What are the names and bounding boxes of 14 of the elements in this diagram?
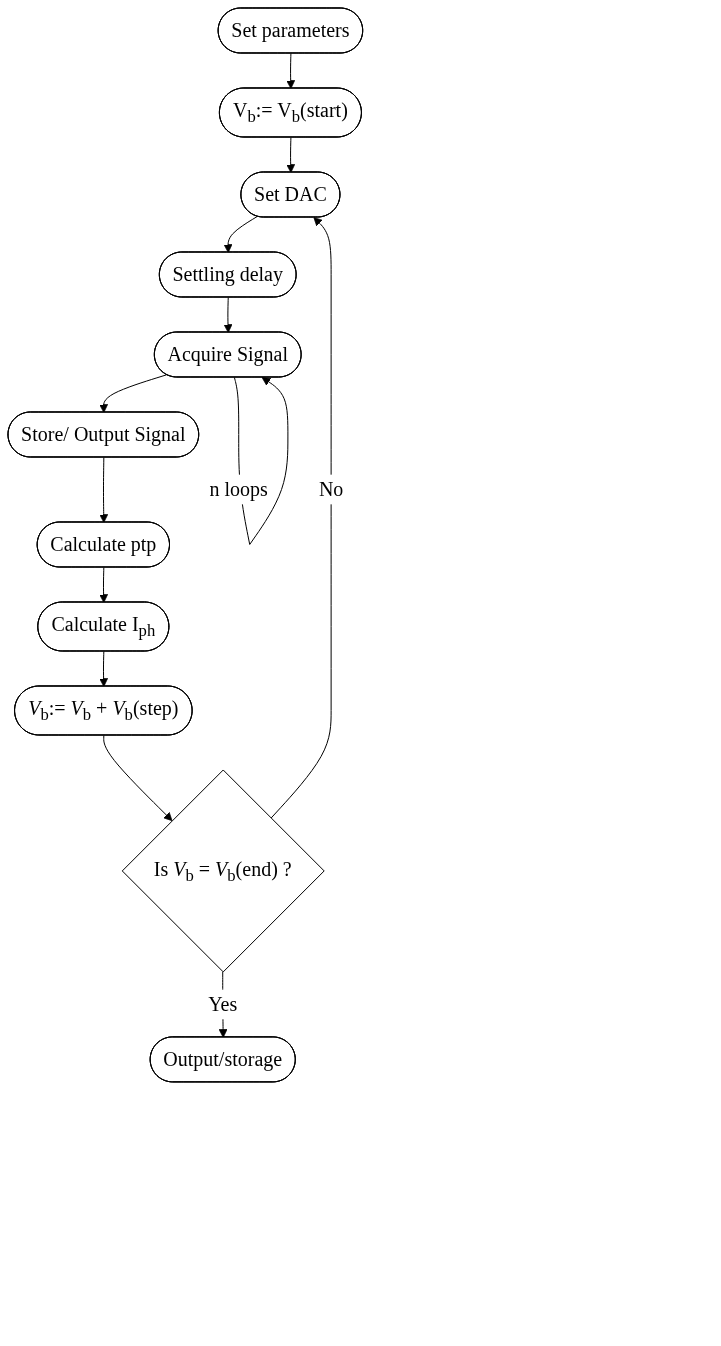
arrow	[99, 651, 108, 687]
arrow	[223, 297, 233, 333]
edge-label: No	[318, 478, 344, 501]
arrow	[223, 216, 258, 253]
edge-label: Yes	[208, 993, 238, 1016]
arrow	[270, 217, 332, 819]
arrow	[99, 567, 108, 603]
node-diamond: Is V$_{b}$ = V$_{b}$(end) ?	[121, 769, 325, 973]
arrow	[99, 457, 109, 523]
arrow	[286, 137, 296, 173]
arrow	[99, 374, 168, 413]
arrow	[286, 53, 296, 89]
edge-label: n loops	[209, 478, 268, 501]
arrow	[103, 735, 173, 822]
